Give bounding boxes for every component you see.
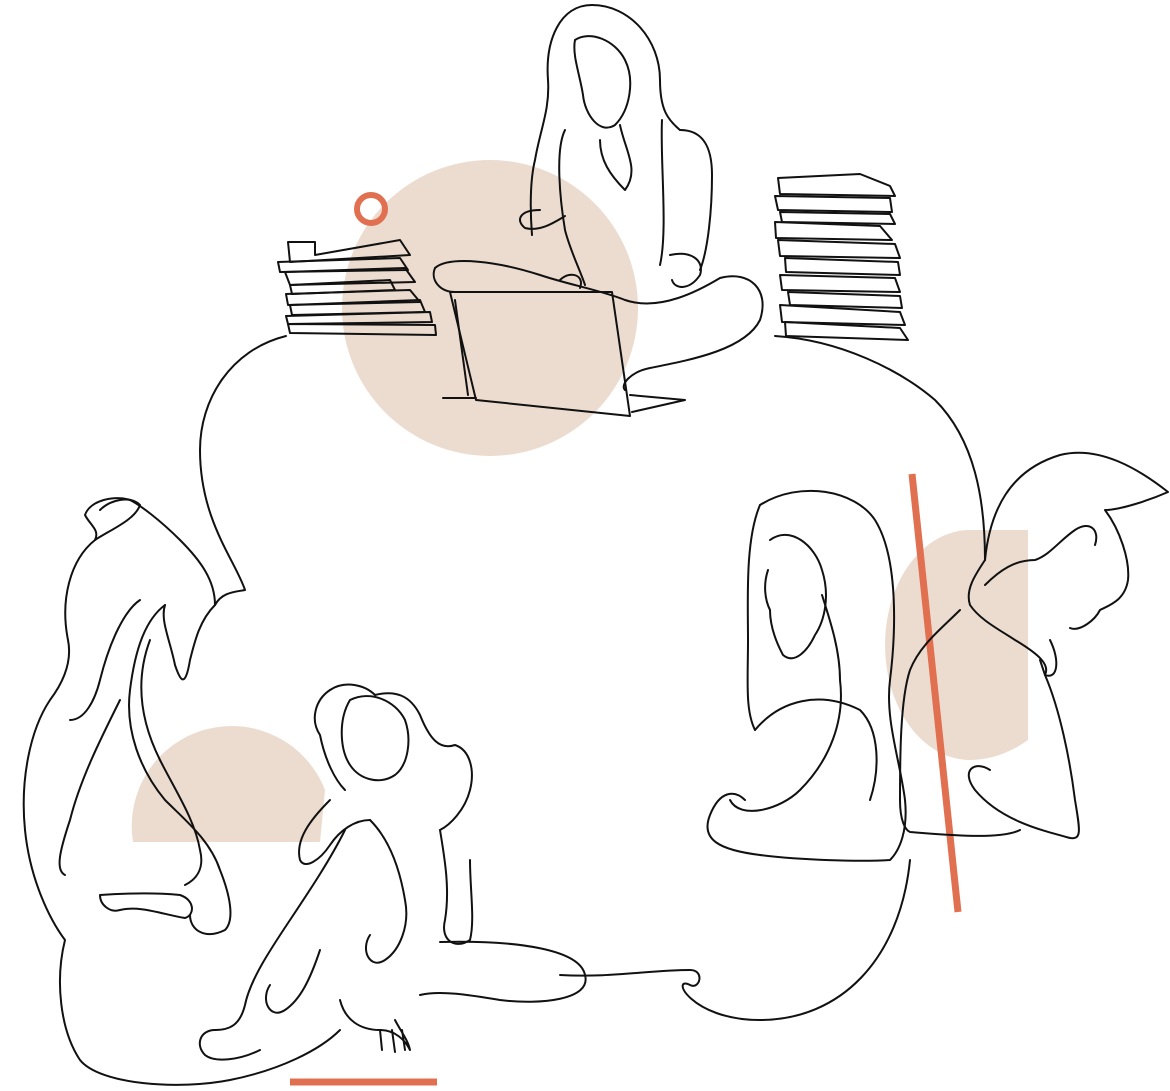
- seated-group: [22, 497, 474, 1086]
- woman-with-laptop: [432, 4, 764, 417]
- right-blob: [885, 530, 1028, 760]
- accent-ring: [354, 192, 388, 226]
- top-blob: [342, 160, 638, 456]
- accent-diagonal-line: [908, 473, 962, 913]
- left-blob: [131, 726, 325, 842]
- accent-marks: [290, 192, 962, 1086]
- right-book-stack: [774, 173, 909, 341]
- left-book-stack: [277, 239, 437, 336]
- couple-back-to-back: [706, 451, 1169, 862]
- connecting-line: [199, 335, 986, 1021]
